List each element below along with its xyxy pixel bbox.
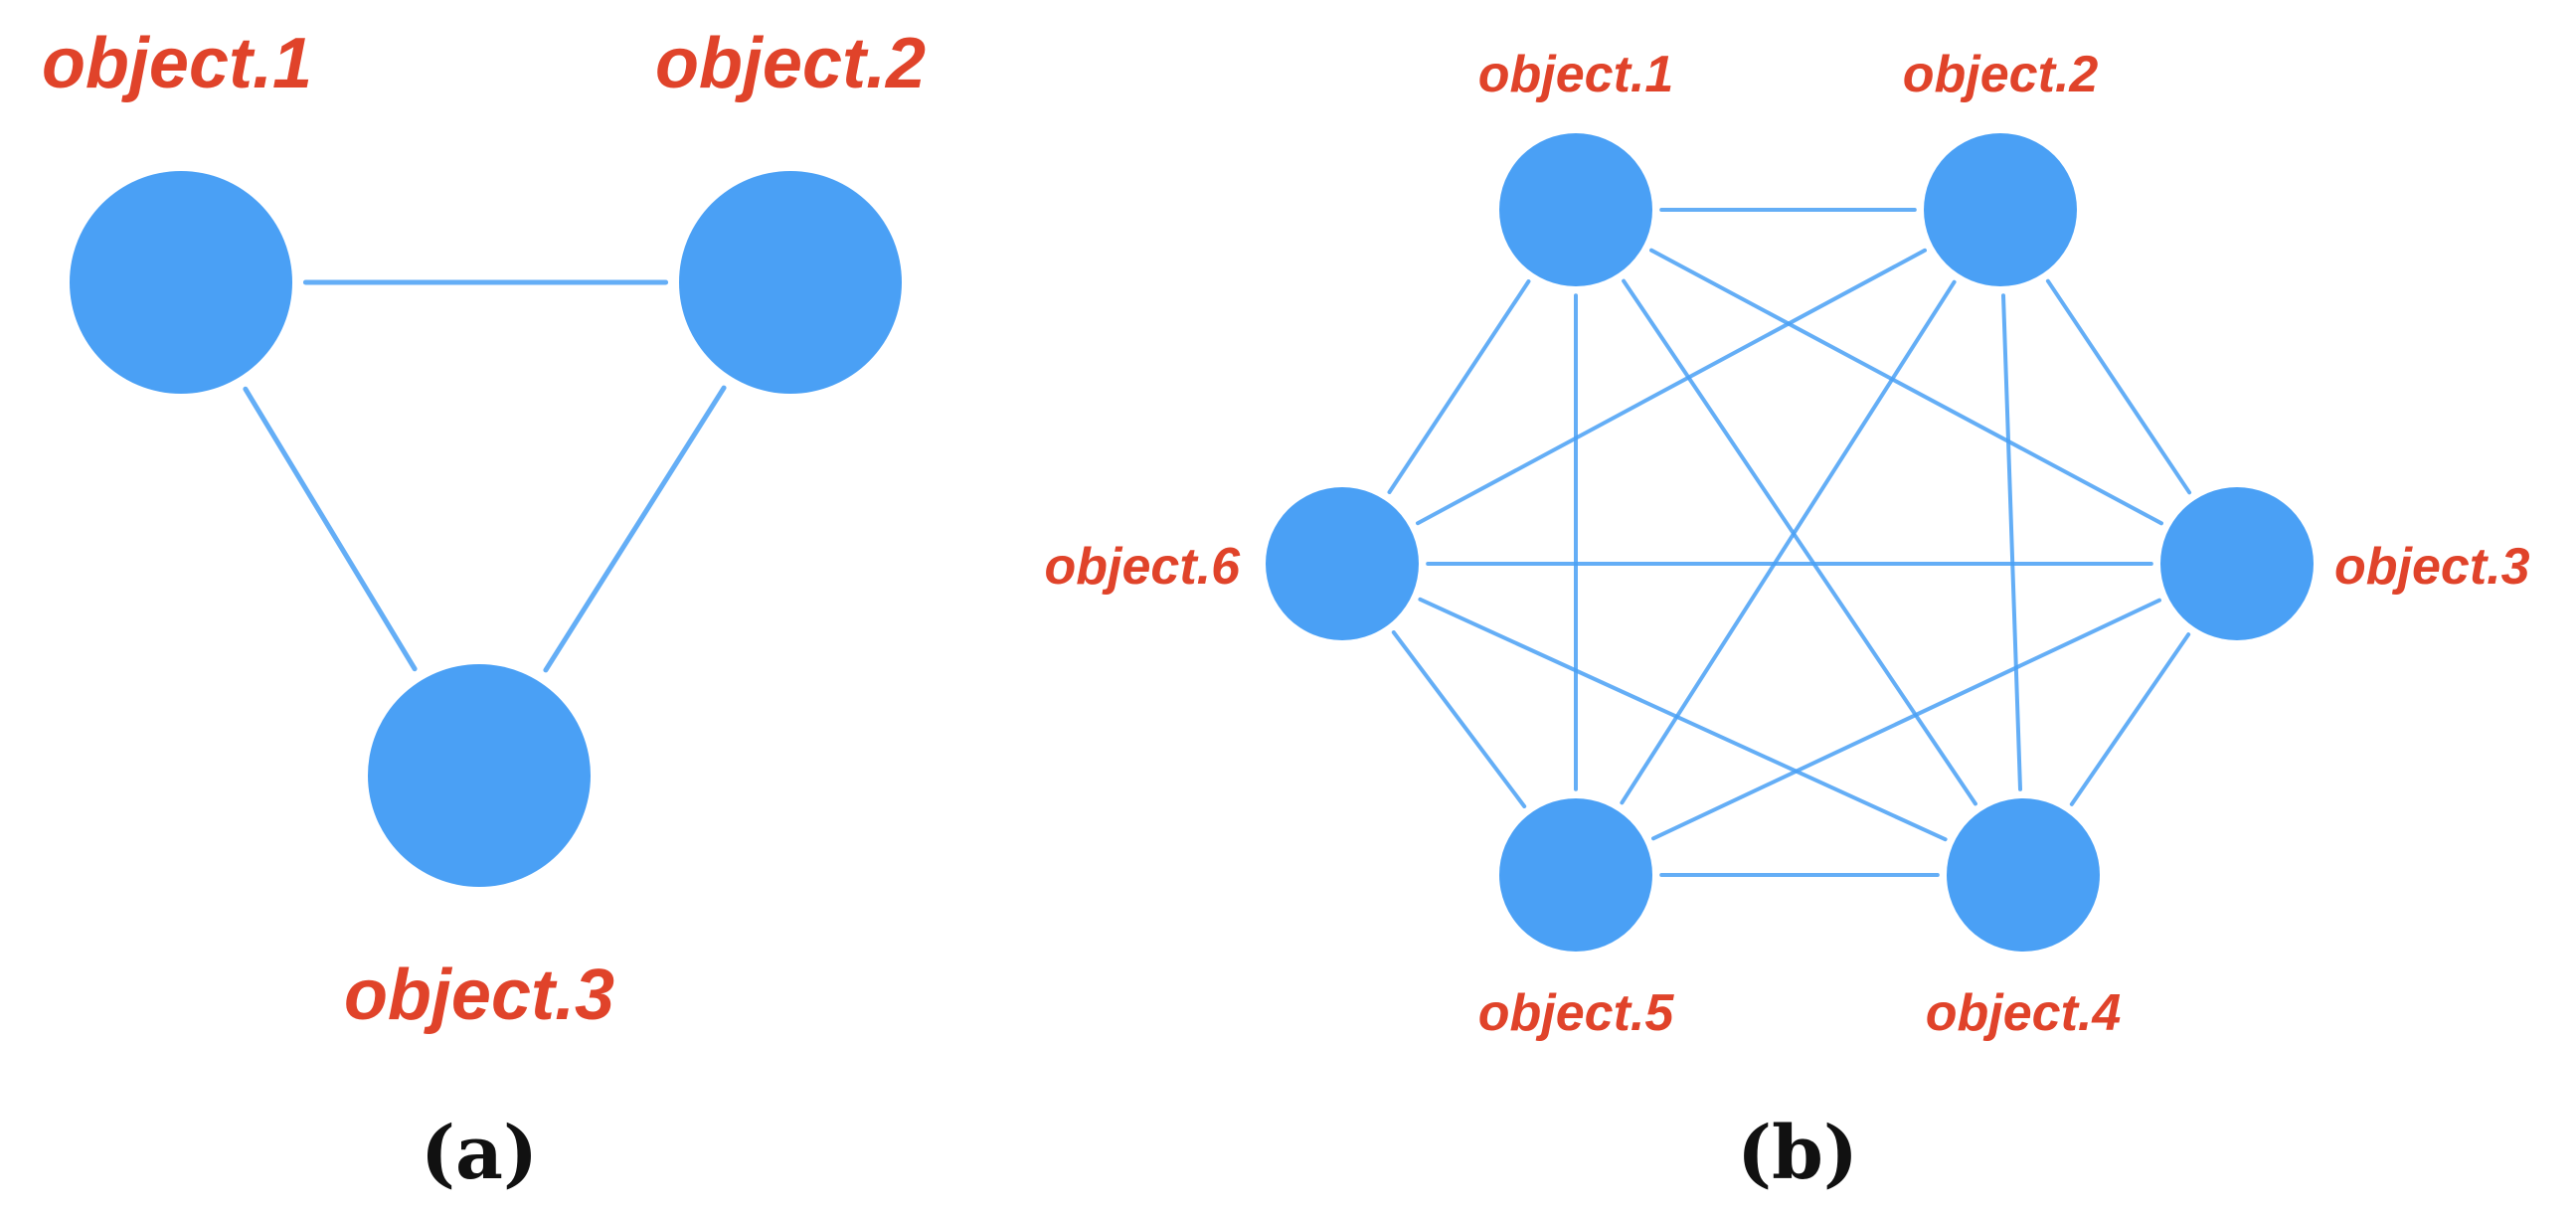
panel-b-complete-graph-6: object.1 object.2 object.3 object.4 object.5…	[1045, 46, 2530, 1196]
panel-b-edge-n2-n5	[1620, 279, 1957, 805]
panel-b-node-n3	[2160, 487, 2314, 640]
panel-b-node-n1	[1499, 133, 1652, 286]
panel-b-edge-n2-n6	[1416, 248, 1927, 526]
panel-b-node-n6	[1266, 487, 1419, 640]
panel-a-node-label-n1: object.1	[42, 24, 312, 103]
panel-a-edge-n1-n3	[243, 386, 418, 672]
panel-a-node-label-n3: object.3	[344, 955, 614, 1035]
panel-b-node-n5	[1499, 798, 1652, 952]
panel-a-caption: (a)	[421, 1111, 538, 1196]
panel-b-edge-n2-n4	[2001, 293, 2022, 791]
panel-b-node-label-n1: object.1	[1478, 46, 1674, 103]
panel-a-complete-graph-3: object.1 object.2 object.3 (a)	[42, 24, 926, 1196]
panel-b-node-label-n5: object.5	[1478, 984, 1675, 1042]
panel-a-node-label-n2: object.2	[655, 24, 926, 103]
panel-b-node-n2	[1924, 133, 2077, 286]
panel-b-node-label-n4: object.4	[1926, 984, 2122, 1042]
panel-b-caption: (b)	[1737, 1111, 1858, 1196]
panel-b-node-label-n2: object.2	[1903, 46, 2099, 103]
panel-b-edge-n1-n4	[1622, 278, 1977, 806]
panel-b-edge-n4-n6	[1418, 597, 1948, 842]
panel-b-edge-n1-n6	[1387, 279, 1531, 494]
panel-b-node-label-n6: object.6	[1045, 538, 1242, 596]
panel-b-edge-n2-n3	[2045, 278, 2192, 495]
panel-a-edge-n2-n3	[543, 385, 727, 673]
panel-b-edge-n3-n5	[1651, 598, 2161, 841]
panel-b-edge-n1-n3	[1649, 248, 2163, 526]
panel-a-node-n1	[70, 171, 292, 394]
panel-a-node-n2	[679, 171, 902, 394]
panel-a-node-n3	[368, 664, 591, 887]
panel-b-edge-n5-n6	[1391, 630, 1527, 808]
panel-b-node-n4	[1947, 798, 2100, 952]
panel-b-node-label-n3: object.3	[2334, 538, 2530, 596]
panel-b-edge-n3-n4	[2069, 632, 2191, 806]
